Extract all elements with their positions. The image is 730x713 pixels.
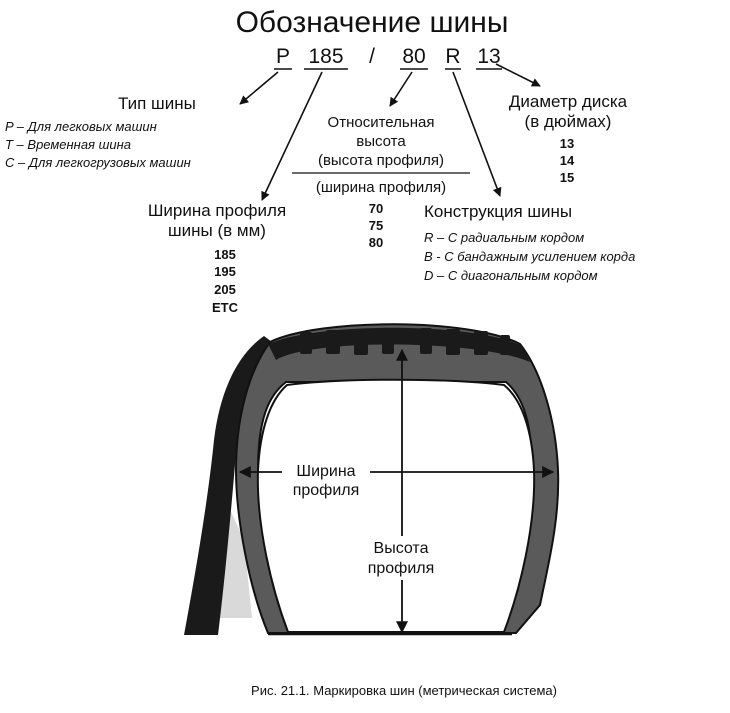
- rim-diameter-value: 15: [560, 170, 574, 185]
- tire-inner-cavity: [256, 378, 536, 633]
- aspect-ratio-block: Относительная высота (высота профиля) (ш…: [292, 114, 470, 250]
- figure-caption: Рис. 21.1. Маркировка шин (метрическая с…: [251, 683, 557, 698]
- arrow-to-aspect-ratio: [389, 71, 413, 107]
- arrow-to-construction: [452, 71, 502, 197]
- code-ratio: 80: [402, 45, 425, 68]
- code-slash: /: [369, 45, 375, 68]
- arrow-to-section-width: [261, 71, 323, 201]
- arrow-to-rim-diameter: [495, 63, 541, 87]
- aspect-ratio-label-line2: высота: [356, 133, 406, 150]
- section-width-value: 185: [214, 247, 236, 262]
- construction-block: Конструкция шины R – С радиальным кордом…: [424, 202, 635, 283]
- tread-blocks: [300, 328, 510, 355]
- construction-item-b: B - С бандажным усилением корда: [424, 249, 635, 264]
- code-type: P: [276, 45, 290, 68]
- rim-diameter-value: 14: [560, 153, 575, 168]
- section-width-value: 205: [214, 282, 236, 297]
- tire-type-block: Тип шины P – Для легковых машин T – Врем…: [5, 94, 196, 170]
- diagram-title: Обозначение шины: [236, 6, 509, 39]
- height-label-line2: профиля: [368, 560, 435, 577]
- tire-code: P 185 / 80 R 13: [274, 45, 502, 70]
- section-width-value: ETC: [212, 300, 239, 315]
- aspect-ratio-label-line1: Относительная: [328, 114, 435, 131]
- rim-diameter-label-line2: (в дюймах): [525, 112, 612, 131]
- aspect-ratio-value: 75: [369, 218, 383, 233]
- construction-heading: Конструкция шины: [424, 202, 572, 221]
- outer-sidewall: [184, 336, 276, 635]
- code-arrows: [239, 63, 541, 201]
- height-label-line1: Высота: [374, 540, 429, 557]
- width-label-line2: профиля: [293, 482, 360, 499]
- rim-diameter-value: 13: [560, 136, 574, 151]
- rim-diameter-label-line1: Диаметр диска: [509, 92, 628, 111]
- section-width-label-line1: Ширина профиля: [148, 201, 286, 220]
- section-width-block: Ширина профиля шины (в мм) 185 195 205 E…: [148, 201, 286, 315]
- aspect-ratio-denominator: (ширина профиля): [316, 179, 446, 196]
- tire-type-heading: Тип шины: [118, 94, 196, 113]
- construction-item-r: R – С радиальным кордом: [424, 230, 584, 245]
- aspect-ratio-value: 70: [369, 201, 383, 216]
- code-width: 185: [308, 45, 343, 68]
- section-width-value: 195: [214, 264, 236, 279]
- tire-type-item-p: P – Для легковых машин: [5, 119, 157, 134]
- code-construction: R: [445, 45, 460, 68]
- construction-item-d: D – С диагональным кордом: [424, 268, 598, 283]
- tire-type-item-c: C – Для легкогрузовых машин: [5, 155, 191, 170]
- tire-type-item-t: T – Временная шина: [5, 137, 131, 152]
- section-width-label-line2: шины (в мм): [168, 221, 266, 240]
- aspect-ratio-value: 80: [369, 235, 383, 250]
- code-diameter: 13: [477, 45, 500, 68]
- width-label-line1: Ширина: [296, 463, 355, 480]
- arrow-to-tire-type: [239, 71, 279, 105]
- width-label-bg: [284, 458, 368, 500]
- height-label-bg: [356, 536, 446, 580]
- tire-cross-section: Ширина профиля Высота профиля: [184, 323, 560, 636]
- aspect-ratio-numerator: (высота профиля): [318, 152, 444, 169]
- rim-diameter-block: Диаметр диска (в дюймах) 13 14 15: [509, 92, 628, 185]
